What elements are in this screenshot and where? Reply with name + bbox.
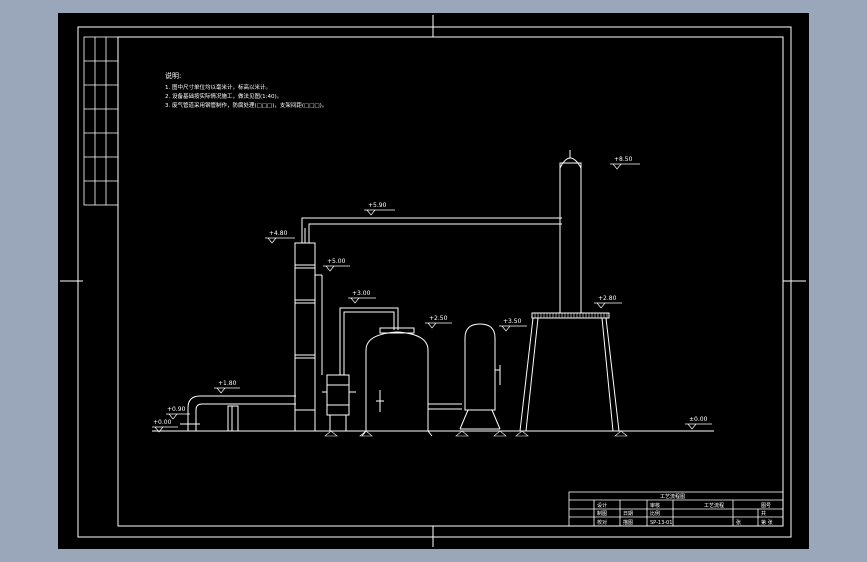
grating-ticks — [534, 313, 608, 318]
elev-tank: +2.50 — [429, 315, 448, 322]
stack-support-frame — [519, 312, 620, 432]
storage-tank — [361, 327, 462, 437]
elev-mark-scrubber-top — [265, 237, 295, 244]
elev-pipe-top: +3.00 — [352, 290, 371, 297]
elev-inlet-base: +0.00 — [153, 419, 172, 426]
title-block-cell: 日期 — [623, 511, 633, 517]
centering-marks — [60, 15, 806, 547]
elev-top-stack: +8.50 — [614, 156, 633, 163]
elev-mark-inlet-low — [166, 413, 190, 420]
elev-scrubber-top: +4.80 — [269, 230, 288, 237]
title-block-cell: 张 — [736, 519, 741, 526]
inlet-pipe — [180, 395, 296, 432]
drawing-sheet — [58, 13, 809, 549]
title-block-cell: 共 — [761, 510, 766, 517]
elev-vessel: +3.50 — [503, 318, 522, 325]
notes-block: 说明: 1. 图中尺寸单位均以毫米计，标高以米计。 2. 设备基础按实际情况施工… — [165, 71, 327, 109]
title-block-cell: 第 张 — [761, 519, 773, 526]
elev-mark-pipe-top — [348, 297, 376, 304]
title-block-cell: 设计 — [597, 502, 607, 509]
elev-mark-inlet-high — [214, 387, 240, 394]
title-block-cell: 描图 — [623, 519, 633, 526]
title-block-cell: SP-13-01 — [650, 520, 672, 526]
elev-platform: +2.80 — [598, 295, 617, 302]
top-duct — [301, 217, 562, 243]
title-block-cell: 审核 — [650, 502, 660, 509]
elev-duct: +5.90 — [368, 202, 387, 209]
title-block-cell: 校对 — [597, 519, 607, 526]
circulation-pump — [322, 374, 356, 431]
elev-inlet-high: +1.80 — [218, 380, 237, 387]
title-block-cell: 比例 — [650, 510, 660, 517]
title-block-header: 工艺流程图 — [660, 493, 685, 500]
title-block — [568, 491, 784, 527]
elev-mark-inlet-base — [152, 426, 178, 433]
elev-mark-vessel — [499, 325, 527, 332]
elev-mark-platform — [594, 302, 622, 309]
notes-line-1: 1. 图中尺寸单位均以毫米计，标高以米计。 — [165, 83, 271, 91]
scrubber-tower — [294, 228, 323, 432]
outer-frame — [77, 26, 792, 538]
elev-mark-tank — [425, 322, 452, 329]
elev-mark-ground — [685, 423, 712, 430]
elev-mark-scrubber-mid — [323, 265, 350, 272]
revision-strip — [83, 36, 119, 206]
elev-scrubber-mid: +5.00 — [327, 258, 346, 265]
notes-line-3: 3. 废气管道采用钢管制作，防腐处理(□□□)，支架间距(□□□)。 — [165, 101, 327, 109]
elev-mark-top-stack — [610, 163, 640, 170]
notes-heading: 说明: — [165, 71, 181, 80]
title-block-cell: 制图 — [597, 510, 607, 517]
elev-ground: ±0.00 — [689, 416, 708, 423]
notes-line-2: 2. 设备基础按实际情况施工，做法见图(1:40)。 — [165, 92, 282, 100]
pressure-vessel — [459, 323, 501, 430]
riser-pipe — [339, 307, 399, 375]
elev-inlet-low: +0.90 — [167, 406, 186, 413]
title-block-cell: 图号 — [761, 503, 771, 509]
ground-hatch — [324, 430, 628, 437]
title-block-cell: 工艺流程 — [704, 502, 724, 509]
elev-mark-duct — [364, 209, 395, 216]
